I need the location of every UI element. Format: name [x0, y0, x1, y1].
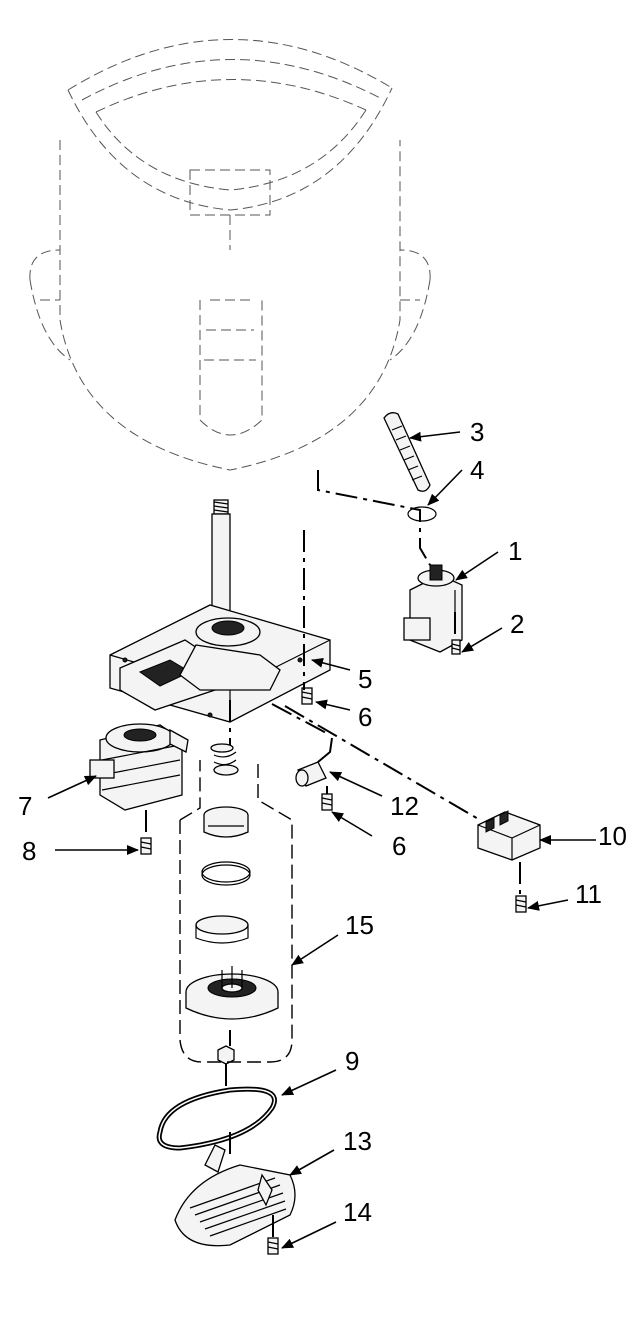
callout-6-lower: 6 [392, 831, 406, 861]
callout-4: 4 [470, 455, 484, 485]
drive-motor [89, 723, 189, 811]
plate-screw [301, 687, 313, 705]
callout-3: 3 [470, 417, 484, 447]
callout-13: 13 [343, 1126, 372, 1156]
callout-10: 10 [598, 821, 627, 851]
outer-tub-ghost [29, 39, 431, 471]
drive-pulley [185, 966, 279, 1020]
callout-11: 11 [575, 879, 602, 909]
drain-hose [383, 412, 431, 492]
callout-2: 2 [510, 609, 524, 639]
clutch-retainer [195, 915, 249, 944]
motor-capacitor [295, 737, 333, 787]
callout-labels: 3 4 1 2 5 6 7 8 12 6 10 11 15 9 13 14 [18, 417, 627, 1227]
actuator-screw [515, 895, 527, 913]
shift-actuator [477, 810, 541, 861]
callout-6-upper: 6 [358, 702, 372, 732]
hose-clamp [407, 506, 437, 522]
clutch-spring [210, 743, 239, 776]
callout-8: 8 [22, 836, 36, 866]
motor-screw [140, 837, 152, 855]
mounting-plate [109, 604, 331, 723]
drain-pump [403, 564, 463, 653]
callout-5: 5 [358, 664, 372, 694]
callout-1: 1 [508, 536, 522, 566]
callout-12: 12 [390, 791, 419, 821]
shield-screw [267, 1237, 279, 1255]
drive-belt [156, 1086, 277, 1151]
callout-9: 9 [345, 1046, 359, 1076]
callout-pointers [47, 431, 596, 1249]
clutch-band [201, 861, 251, 886]
pump-screw [451, 639, 461, 655]
callout-7: 7 [18, 791, 32, 821]
drive-shaft [211, 499, 231, 625]
callout-15: 15 [345, 910, 374, 940]
callout-14: 14 [343, 1197, 372, 1227]
clutch-hub [203, 806, 249, 838]
pulley-nut [217, 1045, 235, 1065]
capacitor-screw [321, 793, 333, 811]
alignment-lines [145, 470, 521, 1238]
belt-shield [174, 1144, 296, 1247]
